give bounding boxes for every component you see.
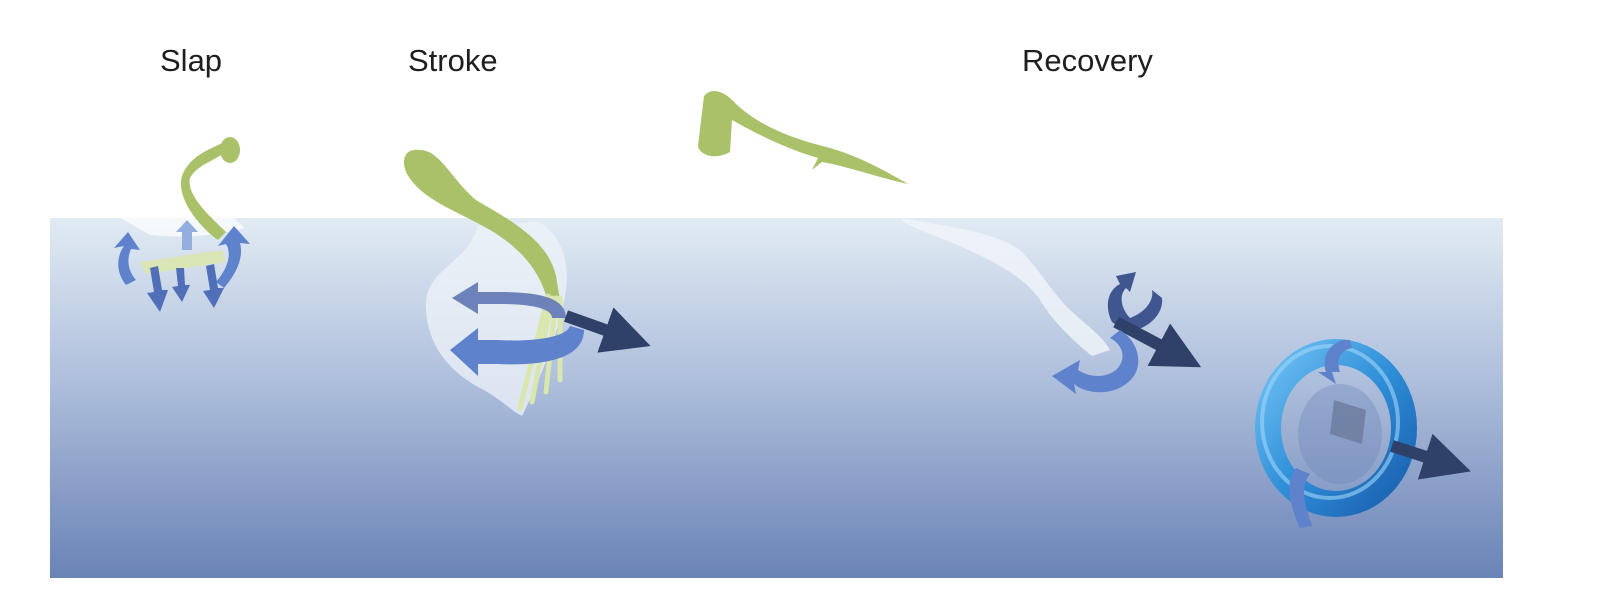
slap-leg-flat-icon	[140, 250, 226, 274]
slap-down-arrow-3-icon	[203, 264, 224, 308]
slap-up-arrow-center-icon	[176, 220, 198, 250]
stroke-leg-icon	[403, 149, 560, 302]
vortex-curl-bottom-icon	[1289, 468, 1312, 528]
stroke-back-arrow-upper-icon	[452, 282, 566, 318]
slap-down-arrow-2-icon	[172, 268, 190, 302]
recovery-forward-arrow-icon	[1113, 316, 1202, 368]
recovery-blue-curl-icon	[1052, 330, 1139, 394]
stroke-group	[403, 149, 651, 416]
slap-leg-icon	[180, 142, 232, 240]
recovery-group	[698, 90, 1471, 528]
recovery-dark-curl-icon	[1107, 272, 1163, 332]
label-recovery: Recovery	[1022, 43, 1153, 78]
slap-up-arrow-right-icon	[216, 226, 250, 288]
slap-down-arrow-1-icon	[147, 266, 168, 312]
stroke-forward-arrow-icon	[563, 307, 651, 353]
recovery-leg-icon	[698, 90, 908, 184]
vortex-forward-arrow-icon	[1390, 433, 1471, 480]
stroke-back-arrow-lower-icon	[450, 326, 584, 376]
label-slap: Slap	[160, 43, 222, 78]
slap-up-arrow-left-icon	[114, 232, 140, 285]
vortex-curl-top-icon	[1318, 339, 1352, 384]
vortex-inner-block-icon	[1330, 400, 1366, 444]
recovery-wake	[900, 218, 1110, 356]
slap-leg-tip-icon	[220, 137, 240, 163]
slap-group	[114, 137, 250, 312]
label-stroke: Stroke	[408, 43, 498, 78]
